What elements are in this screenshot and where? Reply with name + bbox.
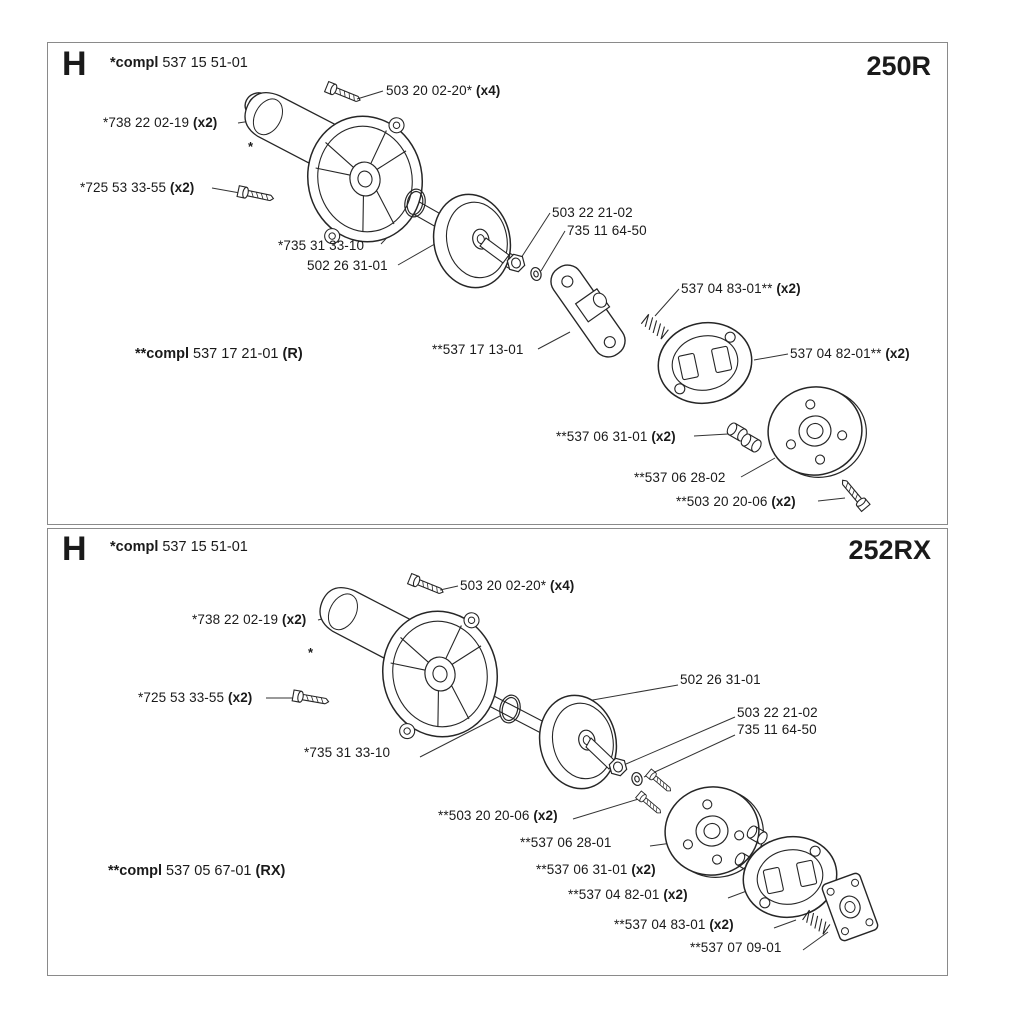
spring-drawing — [640, 313, 669, 340]
shaft-stub-drawing — [479, 237, 510, 264]
spring-drawing — [802, 909, 831, 935]
bottom-screw-drawing — [837, 476, 871, 512]
label-502-26-31-01: 502 26 31-01 — [307, 258, 388, 273]
panel-250r: H *compl 537 15 51-01 250R **compl 537 1… — [47, 42, 948, 525]
compl-assembly-reference: **compl 537 05 67-01 (RX) — [108, 863, 286, 879]
label-738-22-02-19: *738 22 02-19 (x2) — [192, 612, 307, 627]
label-503-22-21-02: 503 22 21-02 — [552, 205, 633, 220]
label-537-17-13-01: **537 17 13-01 — [432, 342, 524, 357]
footnote-asterisk: * — [248, 139, 254, 154]
compl-reference: *compl 537 15 51-01 — [110, 55, 248, 71]
label-735-31-33-10: *735 31 33-10 — [278, 238, 365, 253]
model-number: 250R — [866, 51, 931, 81]
label-503-22-21-02: 503 22 21-02 — [737, 705, 818, 720]
exploded-view-252rx — [266, 558, 880, 951]
compl-reference: *compl 537 15 51-01 — [110, 539, 248, 555]
exploded-view-250r — [211, 63, 875, 512]
model-number: 252RX — [848, 535, 931, 565]
label-537-04-82-01: **537 04 82-01 (x2) — [568, 887, 688, 902]
label-537-07-09-01: **537 07 09-01 — [690, 940, 782, 955]
left-screw-drawing — [236, 185, 276, 205]
label-725-53-33-55: *725 53 33-55 (x2) — [138, 690, 253, 705]
left-screw-drawing — [291, 689, 331, 708]
washer-drawing — [629, 770, 645, 788]
label-503-20-20-06: **503 20 20-06 (x2) — [438, 808, 558, 823]
label-502-26-31-01: 502 26 31-01 — [680, 672, 761, 687]
label-735-11-64-50: 735 11 64-50 — [567, 223, 647, 238]
footnote-asterisk: * — [308, 645, 314, 660]
label-537-04-83-01: **537 04 83-01 (x2) — [614, 917, 734, 932]
small-screw-drawing — [635, 790, 664, 817]
label-537-06-31-01: **537 06 31-01 (x2) — [556, 429, 676, 444]
label-503-20-20-06: **503 20 20-06 (x2) — [676, 494, 796, 509]
section-letter: H — [62, 45, 87, 83]
bracket-plate-drawing — [544, 255, 637, 364]
cup-washer-drawing — [530, 687, 626, 797]
label-537-04-83-01: 537 04 83-01** (x2) — [681, 281, 801, 296]
label-537-06-28-02: **537 06 28-02 — [634, 470, 726, 485]
section-letter: H — [62, 530, 87, 568]
clutch-drum-disc-drawing — [760, 378, 875, 487]
label-537-06-31-01: **537 06 31-01 (x2) — [536, 862, 656, 877]
label-503-20-02-20: 503 20 02-20* (x4) — [386, 83, 501, 98]
panel-252rx: H *compl 537 15 51-01 252RX **compl 537 … — [47, 528, 948, 976]
label-735-31-33-10: *735 31 33-10 — [304, 745, 391, 760]
label-537-04-82-01: 537 04 82-01** (x2) — [790, 346, 910, 361]
small-screw-drawing — [645, 768, 674, 795]
label-738-22-02-19: *738 22 02-19 (x2) — [103, 115, 218, 130]
compl-assembly-reference: **compl 537 17 21-01 (R) — [135, 346, 303, 362]
clutch-assembly-drawing — [649, 313, 761, 413]
label-537-06-28-01: **537 06 28-01 — [520, 835, 612, 850]
mount-plate-drawing — [820, 871, 880, 943]
washer-drawing — [528, 265, 544, 283]
label-735-11-64-50: 735 11 64-50 — [737, 722, 817, 737]
label-503-20-02-20: 503 20 02-20* (x4) — [460, 578, 575, 593]
top-screw-drawing — [324, 80, 363, 106]
cup-washer-drawing — [424, 186, 520, 296]
top-screw-drawing — [407, 572, 446, 598]
label-725-53-33-55: *725 53 33-55 (x2) — [80, 180, 195, 195]
